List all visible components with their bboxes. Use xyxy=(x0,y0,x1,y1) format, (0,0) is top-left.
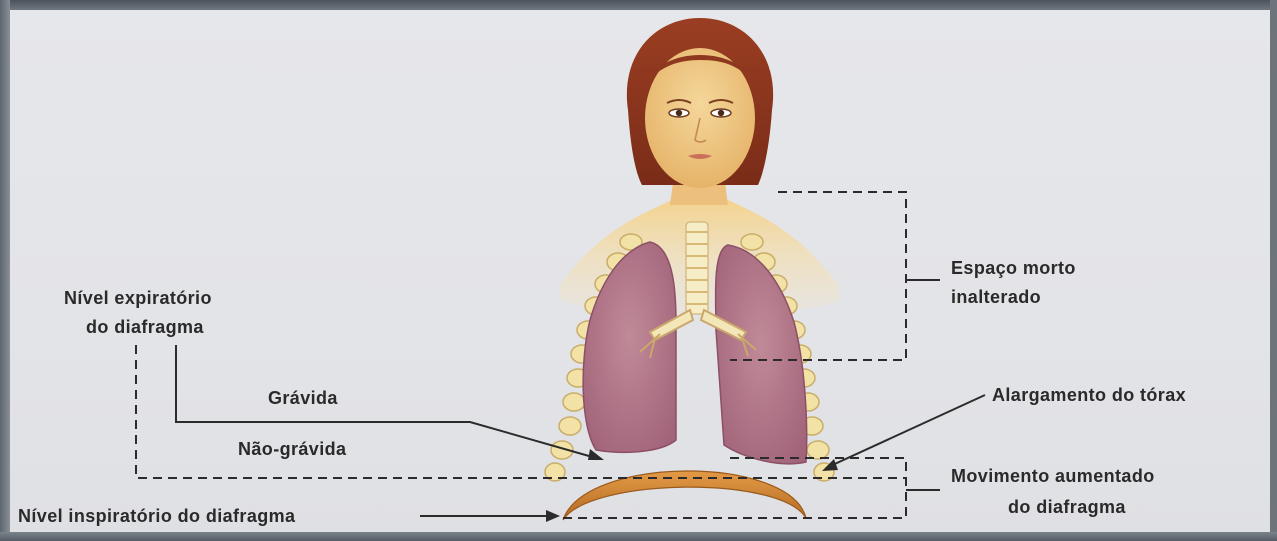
increased-movement-label-line2: do diafragma xyxy=(1008,493,1126,522)
dead-space-label-line2: inalterado xyxy=(951,283,1041,312)
dead-space-label-line1: Espaço morto xyxy=(951,254,1076,283)
chest-widening-leader xyxy=(826,395,985,468)
chest-widening-label: Alargamento do tórax xyxy=(992,381,1186,410)
not-pregnant-label: Não-grávida xyxy=(238,435,346,464)
increased-movement-label-line1: Movimento aumentado xyxy=(951,462,1155,491)
inspiratory-arrowhead xyxy=(546,510,560,522)
inspiratory-level-label: Nível inspiratório do diafragma xyxy=(18,502,295,531)
expiratory-level-label-line1: Nível expiratório xyxy=(64,284,212,313)
pregnant-label: Grávida xyxy=(268,384,338,413)
expiratory-level-label-line2: do diafragma xyxy=(86,313,204,342)
trachea xyxy=(686,222,708,314)
